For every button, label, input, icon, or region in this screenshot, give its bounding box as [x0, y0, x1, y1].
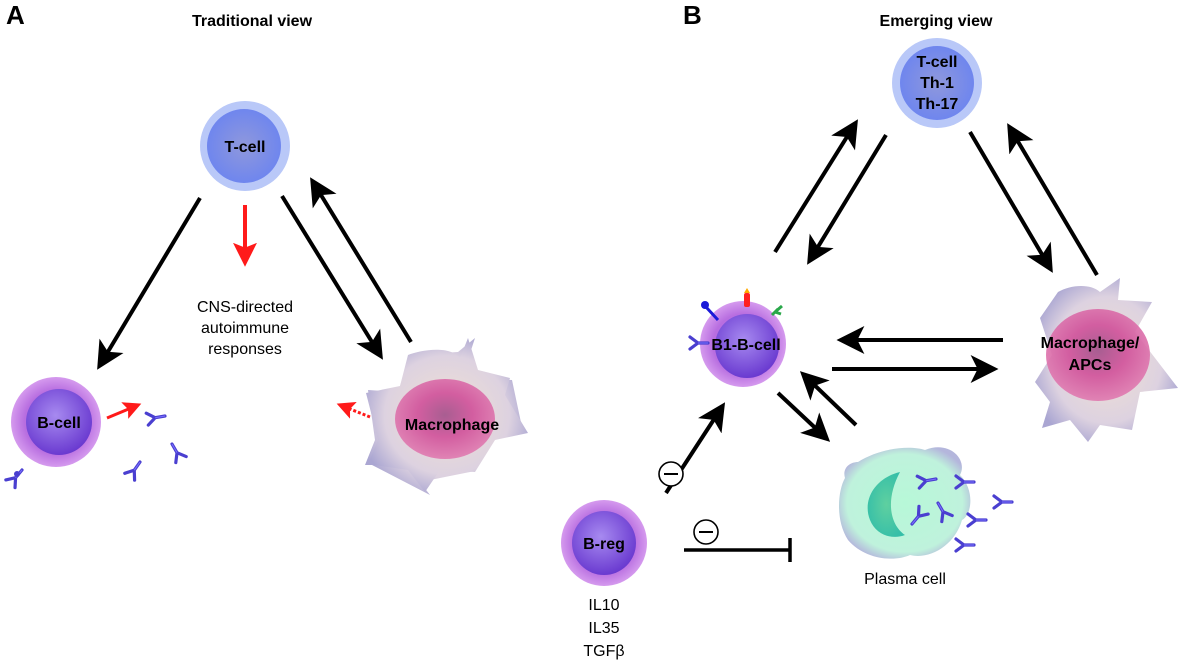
receptor-blue-icon [701, 301, 709, 309]
arrow-macrophage-to-tcell-b [1007, 123, 1099, 277]
t-cell-th-nucleus [900, 46, 974, 120]
cns-text-line1: CNS-directed [197, 299, 293, 316]
t-cell-th: T-cell Th-1 Th-17 [892, 38, 982, 128]
t-cell-th-line3: Th-17 [916, 96, 959, 113]
panel-b-title: Emerging view [880, 13, 993, 30]
b-cell-nucleus [26, 389, 92, 455]
plasma-cell-label: Plasma cell [864, 571, 946, 588]
antibody-icon [966, 512, 988, 528]
panel-a-letter: A [6, 0, 25, 30]
receptor-green-icon [770, 304, 783, 317]
panel-b: B Emerging view T-cell Th-1 Th-17 [561, 0, 1178, 660]
inhibit-symbol-lower [693, 519, 719, 545]
cytokine-tgfb: TGFβ [583, 643, 624, 660]
b1-b-cell: B1-B-cell [688, 288, 786, 387]
antigen-dot-icon [14, 471, 20, 477]
macrophage: Macrophage [365, 338, 528, 495]
macrophage-apcs-nucleus [1046, 309, 1150, 401]
arrow-bcell-to-antibodies [106, 402, 142, 420]
b1-b-cell-label: B1-B-cell [711, 337, 780, 354]
t-cell-th-line2: Th-1 [920, 75, 954, 92]
antibody-icon [992, 494, 1014, 510]
macrophage-apcs: Macrophage/ APCs [1035, 278, 1178, 442]
receptor-orange-tip-icon [744, 288, 750, 293]
cns-text-line3: responses [208, 341, 282, 358]
panel-a-title: Traditional view [192, 13, 313, 30]
t-cell-th-line1: T-cell [917, 54, 958, 71]
inhibit-symbol-upper [658, 461, 684, 487]
macrophage-apcs-line2: APCs [1069, 357, 1112, 374]
macrophage-label: Macrophage [405, 417, 499, 434]
panel-b-letter: B [683, 0, 702, 30]
antibody-icon [123, 456, 147, 482]
arrow-plasma-to-b1 [799, 371, 858, 427]
t-cell: T-cell [200, 101, 290, 191]
b-reg-label: B-reg [583, 536, 625, 553]
arrow-b1-to-plasma [776, 391, 831, 442]
plasma-cell: Plasma cell [839, 447, 1014, 588]
antibody-icon [954, 537, 976, 553]
plasma-cell-body [839, 447, 971, 559]
t-cell-nucleus [207, 109, 281, 183]
macrophage-nucleus [395, 379, 495, 459]
arrow-b1-to-tcell [773, 119, 858, 254]
arrow-tcell-to-macrophage-b [968, 130, 1053, 273]
t-cell-label: T-cell [225, 139, 266, 156]
macrophage-apcs-line1: Macrophage/ [1041, 335, 1140, 352]
arrow-macrophage-dotted [336, 401, 371, 419]
cytokine-il10: IL10 [588, 597, 619, 614]
arrow-tcell-to-bcell [97, 196, 202, 370]
arrow-macrophage-to-tcell [310, 177, 413, 344]
cns-text-line2: autoimmune [201, 320, 289, 337]
receptor-blue-stalk [704, 305, 720, 322]
b-cell: B-cell [4, 377, 101, 490]
b-cell-label: B-cell [37, 415, 81, 432]
b-reg-cell: B-reg IL10 IL35 TGFβ [561, 500, 647, 660]
b-reg-nucleus [572, 511, 636, 575]
b1-b-cell-nucleus [715, 314, 779, 378]
antibody-icon [165, 439, 188, 465]
panel-a: A Traditional view T-cell CNS-directed a… [4, 0, 528, 495]
arrow-tcell-to-macrophage [280, 194, 383, 360]
antibody-icon [144, 408, 168, 427]
cytokine-il35: IL35 [588, 620, 619, 637]
arrow-tcell-to-b1 [807, 133, 888, 265]
plasma-cell-nucleus [867, 472, 905, 537]
receptor-red-icon [744, 293, 750, 307]
